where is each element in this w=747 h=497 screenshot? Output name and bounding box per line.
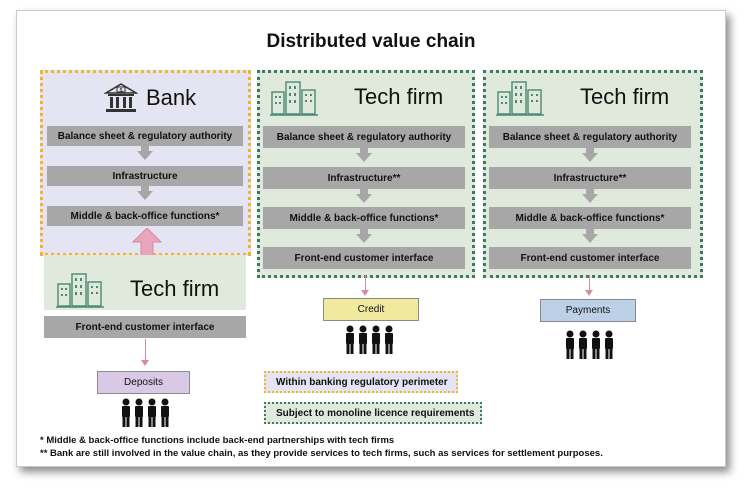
tech1-arrow-3-head <box>356 234 372 243</box>
tech2-row-infrastructure: Infrastructure** <box>489 167 691 189</box>
footnote-1: * Middle & back-office functions include… <box>40 435 395 446</box>
tech1-row-balance-sheet: Balance sheet & regulatory authority <box>263 126 465 148</box>
bank-arrow-1-stem <box>141 146 149 152</box>
office-buildings-icon <box>270 81 318 116</box>
office-buildings-icon <box>56 273 104 308</box>
bank-lower-tech-heading: Tech firm <box>56 270 219 308</box>
bank-lower-front-end: Front-end customer interface <box>44 316 246 338</box>
credit-arrow-line <box>365 275 366 291</box>
bank-heading: $ Bank <box>104 82 196 114</box>
bank-row-balance-sheet: Balance sheet & regulatory authority <box>47 126 243 146</box>
tech1-heading-label: Tech firm <box>354 84 444 109</box>
tech2-heading: Tech firm <box>496 78 669 116</box>
footnote-2: ** Bank are still involved in the value … <box>40 448 603 459</box>
legend-banking-perimeter: Within banking regulatory perimeter <box>264 371 458 393</box>
credit-tag: Credit <box>323 298 419 321</box>
tech2-arrow-2-head <box>582 194 598 203</box>
tech2-row-middle-back-office: Middle & back-office functions* <box>489 207 691 229</box>
tech2-heading-label: Tech firm <box>580 84 670 109</box>
bank-lower-tech-panel <box>44 255 246 310</box>
tech2-arrow-2-stem <box>586 189 594 195</box>
deposits-arrow-line <box>145 339 146 361</box>
credit-arrow-head <box>361 290 369 296</box>
tech1-row-front-end: Front-end customer interface <box>263 247 465 269</box>
people-group-icon <box>566 330 613 359</box>
payments-arrow-head <box>585 290 593 296</box>
office-buildings-icon <box>496 81 544 116</box>
people-group-icon <box>346 325 393 354</box>
deposits-arrow-head <box>141 360 149 366</box>
diagram-title: Distributed value chain <box>266 31 476 52</box>
tech2-row-front-end: Front-end customer interface <box>489 247 691 269</box>
bank-arrow-2-head <box>137 191 153 200</box>
payments-tag: Payments <box>540 299 636 322</box>
tech1-arrow-2-head <box>356 194 372 203</box>
deposits-tag: Deposits <box>97 371 190 394</box>
bank-row-infrastructure: Infrastructure <box>47 166 243 186</box>
people-group-icon <box>122 398 169 427</box>
tech1-arrow-3-stem <box>360 229 368 235</box>
tech1-row-middle-back-office: Middle & back-office functions* <box>263 207 465 229</box>
svg-text:$: $ <box>120 88 123 94</box>
bank-building-icon: $ <box>104 83 138 112</box>
bank-heading-label: Bank <box>146 85 197 110</box>
legend-monoline-licence: Subject to monoline licence requirements <box>264 402 482 424</box>
payments-arrow-line <box>589 275 590 291</box>
tech1-row-infrastructure: Infrastructure** <box>263 167 465 189</box>
tech2-arrow-1-stem <box>586 148 594 154</box>
tech1-arrow-2-stem <box>360 189 368 195</box>
tech1-arrow-1-stem <box>360 148 368 154</box>
tech1-arrow-1-head <box>356 153 372 162</box>
bank-arrow-1-head <box>137 151 153 160</box>
tech2-arrow-3-stem <box>586 229 594 235</box>
bank-lower-tech-label: Tech firm <box>130 276 220 301</box>
bank-row-middle-back-office: Middle & back-office functions* <box>47 206 243 226</box>
tech2-arrow-3-head <box>582 234 598 243</box>
bank-arrow-2-stem <box>141 186 149 192</box>
tech2-arrow-1-head <box>582 153 598 162</box>
tech2-row-balance-sheet: Balance sheet & regulatory authority <box>489 126 691 148</box>
tech1-heading: Tech firm <box>270 78 443 116</box>
